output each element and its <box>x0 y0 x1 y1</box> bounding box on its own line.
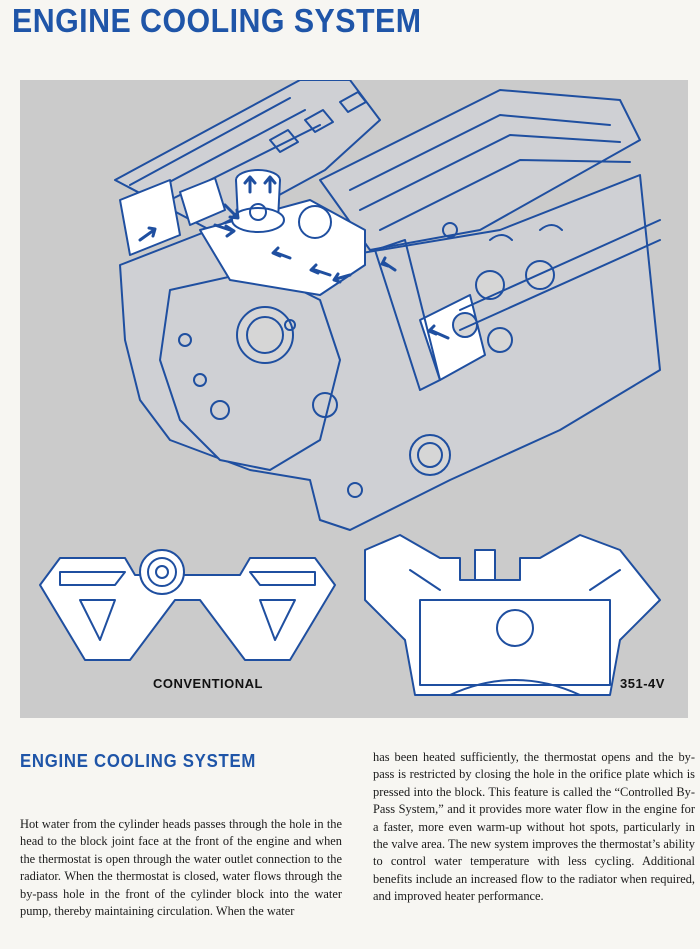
page-title: ENGINE COOLING SYSTEM <box>12 2 422 39</box>
caption-conventional: CONVENTIONAL <box>153 676 263 691</box>
article-column-right: has been heated sufficiently, the thermo… <box>373 750 695 904</box>
article-column-left: Hot water from the cylinder heads passes… <box>20 817 342 919</box>
caption-351-4v: 351-4V <box>620 676 665 691</box>
article-heading: ENGINE COOLING SYSTEM <box>20 751 257 771</box>
engine-cutaway-drawing <box>39 80 661 696</box>
engine-illustration: CONVENTIONAL 351-4V <box>20 80 688 718</box>
